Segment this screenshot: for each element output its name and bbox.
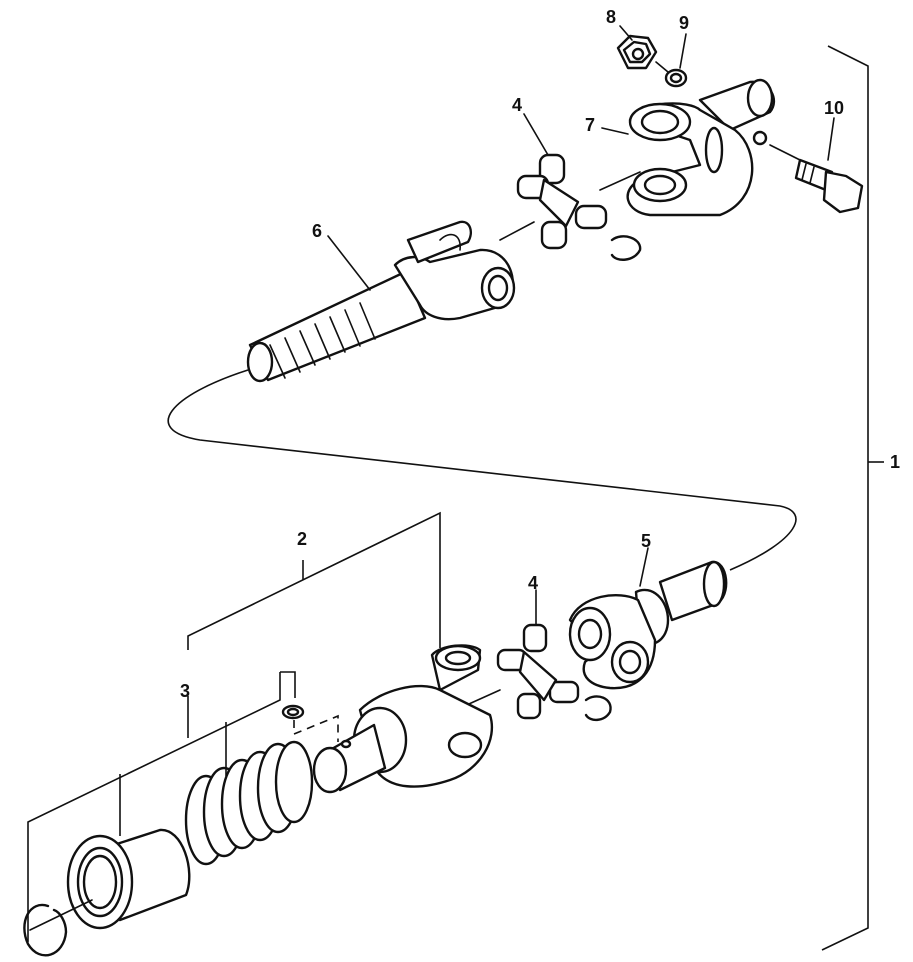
assembly-bracket (821, 45, 884, 951)
threaded-collar (66, 828, 191, 930)
callout-2: 2 (297, 529, 308, 549)
callout-8: 8 (606, 7, 617, 27)
lower-yoke-tube (568, 560, 728, 690)
group-bracket-2 (187, 511, 441, 650)
group-bracket-3 (27, 672, 281, 942)
bolt (769, 144, 864, 214)
callout-1: 1 (890, 452, 901, 472)
callout-4-lower: 4 (528, 573, 539, 593)
small-washer (280, 671, 339, 742)
coil-spring (184, 740, 314, 866)
callout-10: 10 (824, 98, 845, 118)
callout-7: 7 (585, 115, 596, 135)
splined-shaft-yoke (246, 220, 516, 383)
nut (616, 34, 669, 73)
callout-6: 6 (312, 221, 323, 241)
lower-yoke-plunger (312, 644, 493, 794)
lower-cross-bearing (459, 623, 612, 722)
upper-cross-bearing (499, 153, 642, 261)
callout-5: 5 (641, 531, 652, 551)
callout-3: 3 (180, 681, 191, 701)
leader-lines (327, 25, 835, 625)
callout-9: 9 (679, 13, 690, 33)
shaft-loop-line (167, 369, 797, 571)
lock-washer (664, 68, 688, 88)
upper-yoke (599, 78, 776, 217)
callout-4-upper: 4 (512, 95, 523, 115)
